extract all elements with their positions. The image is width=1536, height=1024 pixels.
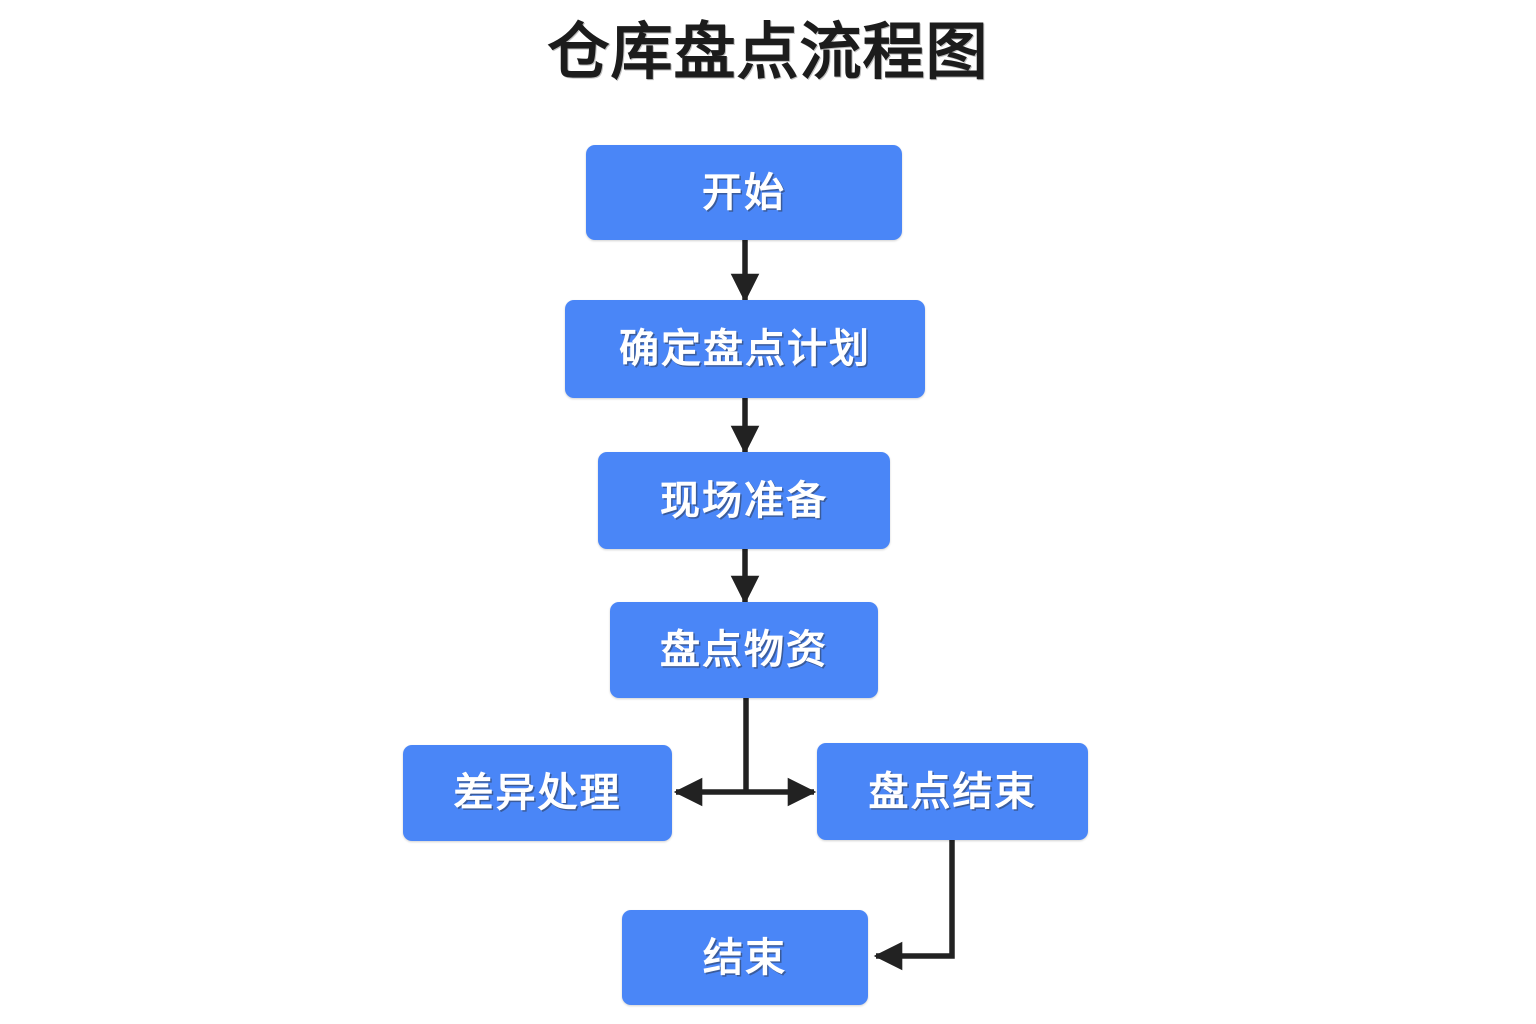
edge-finish-to-end [873, 840, 955, 971]
node-prepare-label: 现场准备 [660, 478, 828, 523]
node-plan[interactable]: 确定盘点计划 [565, 300, 925, 398]
node-discrepancy-label: 差异处理 [453, 771, 622, 815]
node-discrepancy[interactable]: 差异处理 [403, 745, 672, 841]
node-end[interactable]: 结束 [622, 910, 868, 1005]
node-start[interactable]: 开始 [586, 145, 902, 240]
node-finish-label: 盘点结束 [868, 769, 1037, 814]
node-prepare[interactable]: 现场准备 [598, 452, 890, 549]
node-plan-label: 确定盘点计划 [619, 327, 871, 371]
node-count[interactable]: 盘点物资 [610, 602, 878, 698]
node-count-label: 盘点物资 [660, 628, 828, 672]
node-end-label: 结束 [703, 935, 787, 980]
node-start-label: 开始 [702, 170, 786, 215]
node-finish[interactable]: 盘点结束 [817, 743, 1088, 840]
page-title: 仓库盘点流程图 [547, 18, 989, 87]
